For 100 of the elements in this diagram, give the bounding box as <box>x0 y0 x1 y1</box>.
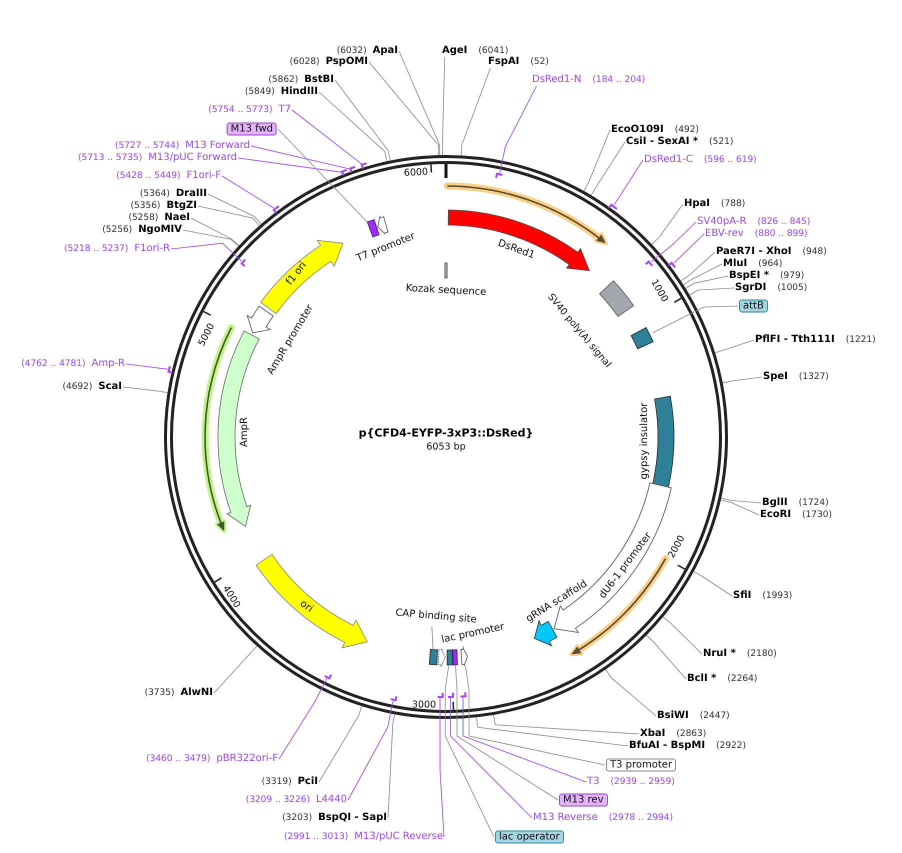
leader-line <box>720 500 760 516</box>
primer-site-mark <box>608 204 618 210</box>
restriction-site-label: (5356) BtgZI <box>130 201 197 211</box>
primer-site-mark <box>360 162 367 169</box>
leader-line <box>685 276 728 289</box>
primer-site-mark <box>240 258 246 267</box>
restriction-site-label: EcoRI (1730) <box>760 510 832 520</box>
leader-line <box>462 696 586 782</box>
restriction-site-label: EcoO109I (492) <box>611 125 699 135</box>
leader-line <box>590 142 626 196</box>
restriction-site-label: CsiI - SexAI * (521) <box>626 137 734 147</box>
primer-label: (3460 .. 3479) pBR322ori-F <box>146 754 278 764</box>
leader-line <box>398 50 440 156</box>
leader-line <box>651 204 684 245</box>
leader-line <box>122 386 168 393</box>
leader-line <box>605 669 656 716</box>
feature-label: gypsy insulator <box>640 402 650 480</box>
leader-line <box>432 626 434 650</box>
leader-line <box>476 716 628 746</box>
restriction-site-label: (5258) NaeI <box>128 213 190 223</box>
leader-line <box>614 160 644 206</box>
feature-tag: M13 rev <box>559 794 608 806</box>
restriction-site-label: (3203) BspQI - SapI <box>282 813 387 823</box>
restriction-site-label: (4692) ScaI <box>62 382 122 392</box>
primer-site-mark <box>644 260 653 266</box>
restriction-site-label: HpaI (788) <box>684 199 746 209</box>
restriction-site-label: FspAI (52) <box>488 57 549 67</box>
leader-line <box>250 146 351 170</box>
primer-site-mark <box>495 172 502 178</box>
restriction-site-label: NruI * (2180) <box>703 649 777 659</box>
leader-line <box>440 696 444 838</box>
leader-line <box>368 62 439 156</box>
primer-site-mark <box>272 205 280 214</box>
primer-label: (3209 .. 3226) L4440 <box>246 795 347 805</box>
feature-tag: T3 promoter <box>606 758 676 772</box>
plasmid-size-label: 6053 bp <box>426 442 466 452</box>
leader-line <box>450 696 532 818</box>
feature-block <box>446 650 454 666</box>
leader-line <box>222 176 274 208</box>
primer-site-mark <box>460 692 466 698</box>
promoter-feature-shape <box>438 648 446 667</box>
leader-line <box>662 616 702 654</box>
scale-label: 6000 <box>404 168 428 178</box>
leader-line <box>318 92 388 162</box>
restriction-site-label: (6032) ApaI <box>336 46 398 56</box>
leader-line <box>499 86 537 174</box>
leader-line <box>583 130 610 192</box>
primer-label: (2991 .. 3013) M13/pUC Reverse <box>284 832 443 842</box>
leader-line <box>292 110 362 164</box>
leader-line <box>646 634 686 680</box>
leader-line <box>689 288 734 296</box>
leader-line <box>683 264 722 286</box>
primer-site-mark <box>349 166 356 173</box>
leader-line <box>720 498 762 504</box>
leader-line <box>334 80 391 161</box>
scale-label: 5000 <box>197 322 217 348</box>
leader-line <box>318 706 362 782</box>
feature-label: AmpR <box>240 417 250 447</box>
leader-line <box>214 646 258 694</box>
restriction-site-label: SgrDI (1005) <box>735 283 808 293</box>
leader-line <box>680 252 716 282</box>
leader-line <box>714 340 754 354</box>
promoter-feature-shape <box>460 647 468 666</box>
leader-line <box>278 678 328 760</box>
leader-line <box>238 158 342 173</box>
restriction-site-label: SpeI (1327) <box>763 372 829 382</box>
restriction-site-label: (5862) BstBI <box>268 75 334 85</box>
leader-line <box>493 714 640 734</box>
leader-line <box>182 230 239 246</box>
primer-label: (5428 .. 5449) F1ori-F <box>116 171 221 181</box>
primer-label: (5218 .. 5237) F1ori-R <box>64 244 170 254</box>
leader-line <box>278 128 368 222</box>
primer-label: DsRed1-N (184 .. 204) <box>532 75 646 85</box>
feature-block <box>452 649 458 666</box>
primer-site-mark <box>168 366 173 374</box>
feature-block <box>630 327 654 350</box>
leader-line <box>170 242 242 262</box>
primer-label: T3 (2939 .. 2959) <box>587 777 675 787</box>
leader-line <box>444 664 494 838</box>
leader-line <box>652 306 738 333</box>
restriction-site-label: (5256) NgoMIV <box>102 225 182 235</box>
leader-line <box>465 665 606 766</box>
leader-line <box>693 571 732 596</box>
scale-label: 3000 <box>412 700 436 710</box>
restriction-site-label: XbaI (2863) <box>640 729 706 739</box>
feature-tag: M13 fwd <box>226 122 277 136</box>
plasmid-name: p{CFD4-EYFP-3xP3::DsRed} <box>358 428 534 438</box>
leader-line <box>722 376 762 384</box>
restriction-site-label: SfiI (1993) <box>733 591 792 601</box>
feature-tag: lac operator <box>495 830 564 844</box>
leader-line <box>460 68 491 156</box>
primer-site-mark <box>437 692 444 698</box>
primer-label: EBV-rev (880 .. 899) <box>705 229 808 239</box>
leader-line <box>190 218 240 246</box>
feature-label: f1 ori <box>285 260 309 288</box>
primer-label: (5727 .. 5744) M13 Forward <box>114 141 250 151</box>
leader-line <box>651 222 696 262</box>
leader-line <box>442 56 446 156</box>
restriction-site-label: (5364) DraIII <box>140 189 207 199</box>
primer-label: M13 Reverse (2978 .. 2994) <box>533 813 674 823</box>
